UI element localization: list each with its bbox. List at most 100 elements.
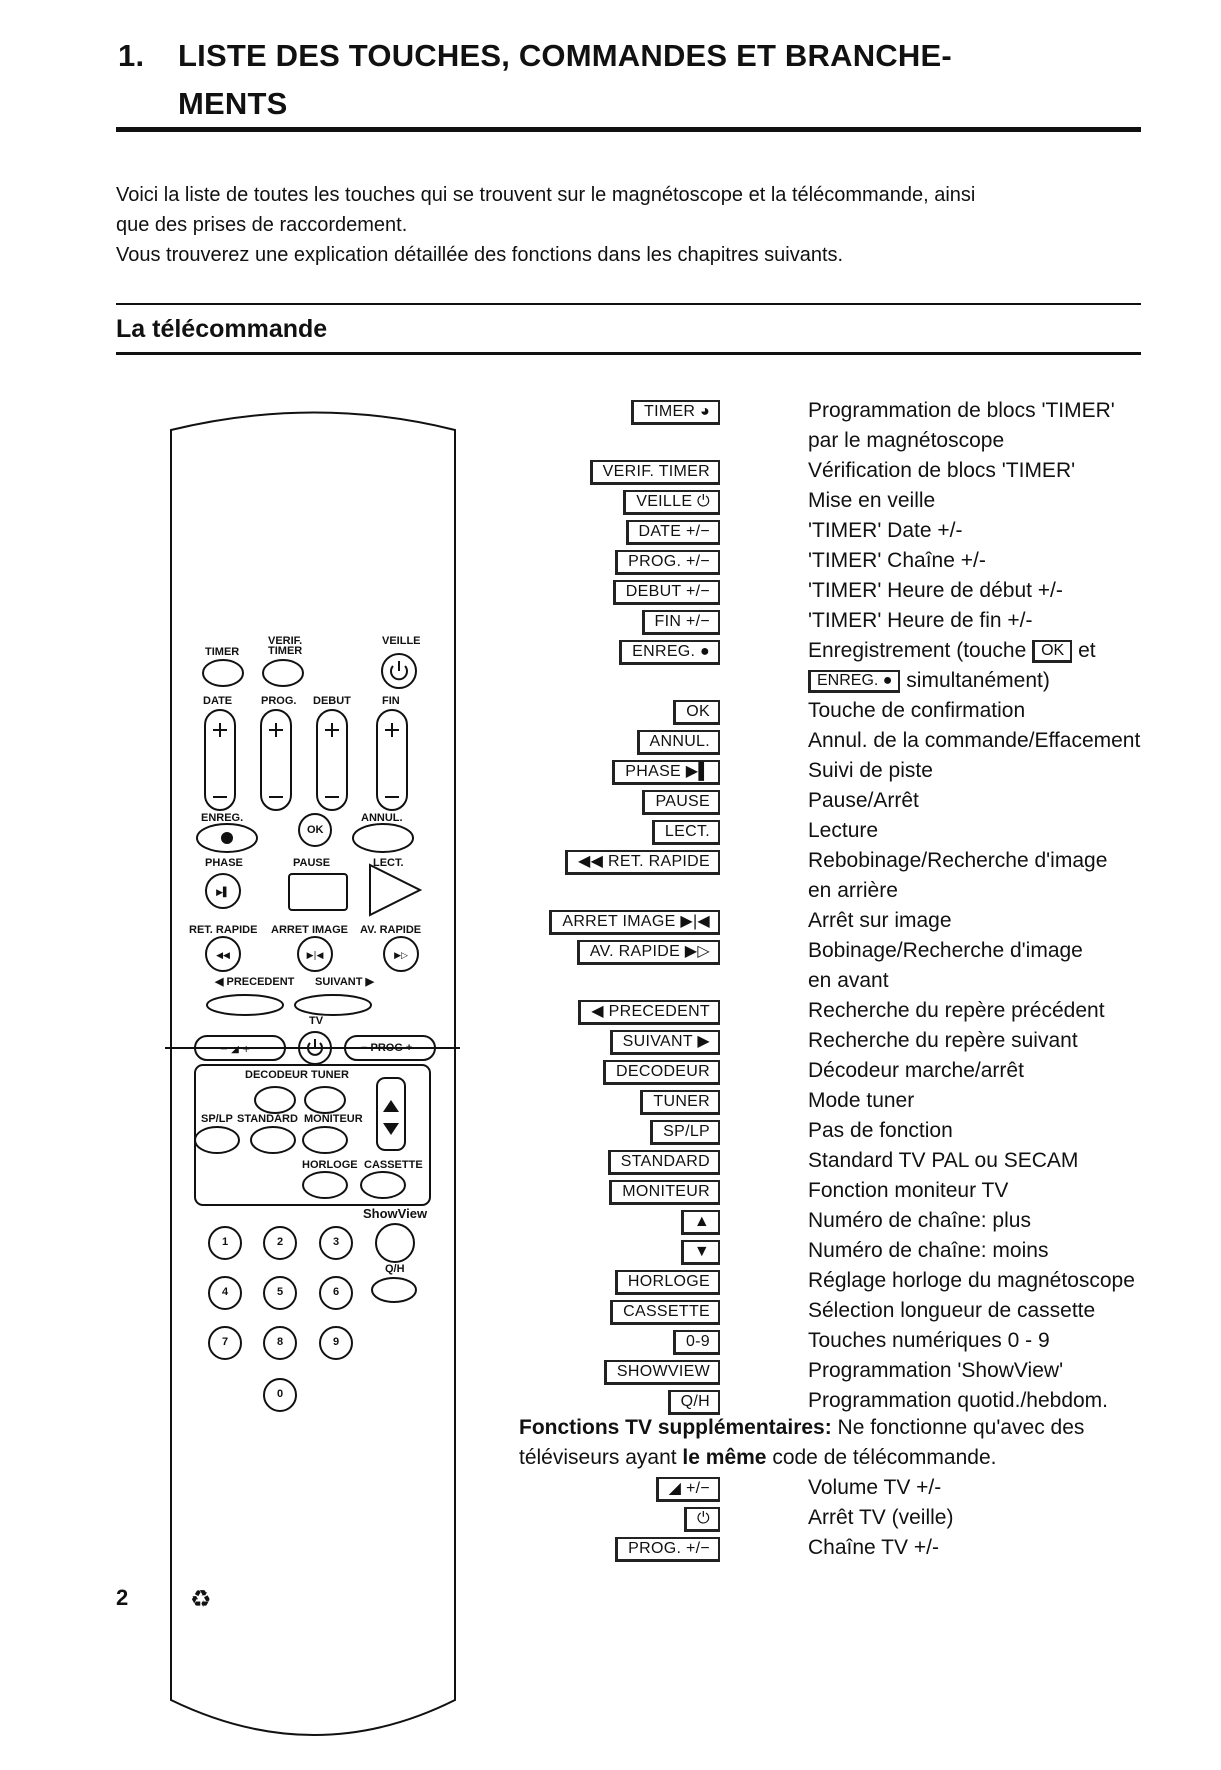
fast-forward-icon: ▶▷ — [394, 951, 408, 961]
legend-row: ▼ Numéro de chaîne: moins — [520, 1236, 1200, 1266]
key-badge: DECODEUR — [603, 1060, 720, 1085]
key-badge: CASSETTE — [610, 1300, 720, 1325]
legend-row: ⏻ Arrêt TV (veille) — [520, 1503, 1200, 1533]
remote-label-showview: ShowView — [363, 1206, 428, 1221]
remote-label-prog-tv: − PROG + — [361, 1042, 413, 1054]
key-description-cont: en arrière — [808, 879, 898, 902]
key-description: Mise en veille — [808, 489, 936, 512]
remote-label-moniteur: MONITEUR — [304, 1113, 363, 1125]
remote-label-prog: PROG. — [261, 695, 297, 707]
remote-key-6: 6 — [333, 1286, 340, 1298]
power-icon — [307, 1039, 323, 1056]
key-description: Fonction moniteur TV — [808, 1179, 1009, 1202]
extra-text: code de télécommande. — [766, 1446, 997, 1469]
key-description: Vérification de blocs 'TIMER' — [808, 459, 1076, 482]
remote-label-cassette: CASSETTE — [364, 1159, 423, 1171]
remote-label-decodeur: DECODEUR — [245, 1069, 308, 1081]
svg-text:− ◢ +: − ◢ + — [220, 1044, 251, 1055]
extra-line-2: téléviseurs ayant le même code de téléco… — [519, 1443, 1199, 1473]
intro-line: Voici la liste de toutes les touches qui… — [116, 184, 976, 206]
legend-row: TUNER Mode tuner — [520, 1086, 1200, 1116]
remote-key-9: 9 — [333, 1336, 340, 1348]
legend-row: VERIF. TIMER Vérification de blocs 'TIME… — [520, 456, 1200, 486]
key-description: Pas de fonction — [808, 1119, 953, 1142]
remote-key-0: 0 — [277, 1388, 284, 1400]
remote-label-debut: DEBUT — [313, 695, 351, 707]
key-description: Programmation quotid./hebdom. — [808, 1389, 1108, 1412]
desc-text: et — [1072, 639, 1096, 662]
remote-label-suivant: SUIVANT ▶ — [315, 976, 374, 988]
remote-label-horloge: HORLOGE — [302, 1159, 358, 1171]
key-description: Suivi de piste — [808, 759, 933, 782]
key-badge: PROG. +/− — [615, 1537, 720, 1562]
key-description: Programmation 'ShowView' — [808, 1359, 1064, 1382]
intro-text: Voici la liste de toutes les touches qui… — [116, 180, 1156, 270]
legend-row: Q/H Programmation quotid./hebdom. — [520, 1386, 1200, 1416]
remote-label-verif: VERIF. — [268, 635, 303, 647]
legend-row: ◢ +/− Volume TV +/- — [520, 1473, 1200, 1503]
key-description: Volume TV +/- — [808, 1476, 942, 1499]
remote-label-av-rapide: AV. RAPIDE — [360, 924, 422, 936]
key-description-cont: par le magnétoscope — [808, 429, 1005, 452]
key-badge: ENREG. ● — [619, 640, 720, 665]
key-description: Mode tuner — [808, 1089, 915, 1112]
key-badge: PAUSE — [642, 790, 720, 815]
key-description: Rebobinage/Recherche d'image — [808, 849, 1108, 872]
key-description: 'TIMER' Heure de début +/- — [808, 579, 1063, 602]
key-description: Arrêt TV (veille) — [808, 1506, 954, 1529]
legend-row: ◀ PRECEDENT Recherche du repère précéden… — [520, 996, 1200, 1026]
key-description: Pause/Arrêt — [808, 789, 919, 812]
key-description: Sélection longueur de cassette — [808, 1299, 1096, 1322]
key-description: 'TIMER' Chaîne +/- — [808, 549, 986, 572]
recycle-logo-icon: ♻ — [190, 1586, 212, 1613]
remote-label-ok: OK — [307, 824, 324, 836]
title-rule — [116, 127, 1141, 132]
key-badge: DATE +/− — [625, 520, 720, 545]
legend-row: STANDARD Standard TV PAL ou SECAM — [520, 1146, 1200, 1176]
remote-label-enreg: ENREG. — [201, 812, 244, 824]
key-description: Lecture — [808, 819, 879, 842]
key-description: Touches numériques 0 - 9 — [808, 1329, 1050, 1352]
remote-body: ◀◀ ▶|◀ ▶▷ ▶▌ − ◢ + — [165, 411, 460, 1736]
legend-row: ENREG. ● Enregistrement (touche OK et EN… — [520, 636, 1200, 693]
key-description: Standard TV PAL ou SECAM — [808, 1149, 1079, 1172]
remote-label-annul: ANNUL. — [361, 812, 403, 824]
remote-key-8: 8 — [277, 1336, 284, 1348]
section-title: La télécommande — [116, 315, 328, 343]
key-badge: Q/H — [667, 1390, 720, 1415]
record-dot-icon — [221, 832, 233, 844]
arrow-down-icon — [383, 1123, 399, 1135]
key-description: Touche de confirmation — [808, 699, 1026, 722]
legend-row: OK Touche de confirmation — [520, 696, 1200, 726]
key-badge: OK — [673, 700, 720, 725]
arrow-up-icon — [383, 1100, 399, 1112]
legend-row: DECODEUR Décodeur marche/arrêt — [520, 1056, 1200, 1086]
key-badge: 0-9 — [672, 1330, 720, 1355]
key-description: Bobinage/Recherche d'image — [808, 939, 1083, 962]
legend-row: VEILLE ⏻ Mise en veille — [520, 486, 1200, 516]
key-description: Enregistrement (touche OK et — [808, 636, 1096, 666]
key-badge: ◢ +/− — [655, 1477, 720, 1502]
key-description: Réglage horloge du magnétoscope — [808, 1269, 1135, 1292]
legend-row: SHOWVIEW Programmation 'ShowView' — [520, 1356, 1200, 1386]
remote-label-date: DATE — [203, 695, 233, 707]
remote-key-4: 4 — [222, 1286, 229, 1298]
legend-row: TIMER ◕ Programmation de blocs 'TIMER' p… — [520, 396, 1200, 452]
key-badge: ANNUL. — [636, 730, 720, 755]
remote-label-fin: FIN — [382, 695, 400, 707]
legend-row: DEBUT +/− 'TIMER' Heure de début +/- — [520, 576, 1200, 606]
tv-extra-functions: Fonctions TV supplémentaires: Ne fonctio… — [519, 1413, 1199, 1473]
key-badge: TUNER — [640, 1090, 720, 1115]
remote-label-splp: SP/LP — [201, 1113, 233, 1125]
key-badge: ◀◀ RET. RAPIDE — [565, 850, 720, 875]
legend-row: HORLOGE Réglage horloge du magnétoscope — [520, 1266, 1200, 1296]
key-description: Numéro de chaîne: moins — [808, 1239, 1049, 1262]
rewind-icon: ◀◀ — [216, 951, 230, 961]
remote-label-phase: PHASE — [205, 857, 243, 869]
key-badge: SP/LP — [650, 1120, 720, 1145]
legend-row: FIN +/− 'TIMER' Heure de fin +/- — [520, 606, 1200, 636]
key-description-cont: en avant — [808, 969, 889, 992]
key-description: Programmation de blocs 'TIMER' — [808, 399, 1115, 422]
key-badge: VERIF. TIMER — [589, 460, 720, 485]
legend-row: PROG. +/− Chaîne TV +/- — [520, 1533, 1200, 1563]
